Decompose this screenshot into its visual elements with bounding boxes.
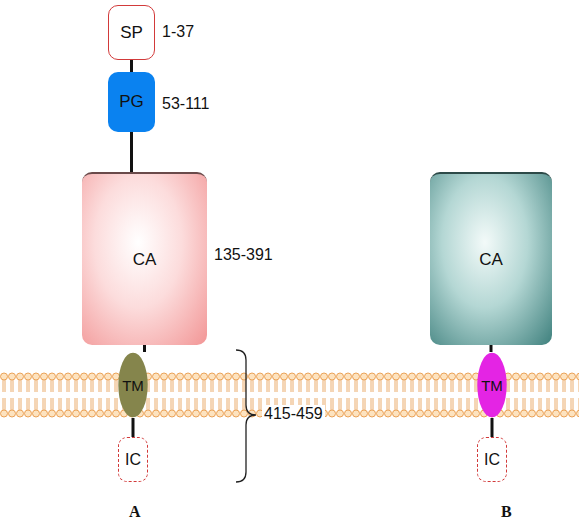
linker-line xyxy=(130,60,133,72)
transmembrane-ellipse: TM xyxy=(477,352,507,418)
ca-domain-box: CA xyxy=(430,172,552,345)
residue-range: 415-459 xyxy=(262,405,325,423)
domain-name: CA xyxy=(133,250,157,270)
transmembrane-ellipse: TM xyxy=(118,352,148,418)
residue-range: 135-391 xyxy=(212,246,275,264)
intracellular-box: IC xyxy=(477,437,507,482)
residue-range: 1-37 xyxy=(160,23,196,41)
domain-name: IC xyxy=(484,451,500,469)
ca-domain-box: CA xyxy=(82,172,207,345)
domain-name: TM xyxy=(481,377,503,394)
signal-peptide-box: SP xyxy=(108,5,155,60)
linker-line xyxy=(491,418,494,437)
residue-range: 53-111 xyxy=(160,95,211,113)
panel-letter: A xyxy=(127,503,143,521)
linker-line xyxy=(132,418,135,437)
pg-domain-box: PG xyxy=(108,72,155,132)
linker-line xyxy=(490,345,493,352)
domain-name: SP xyxy=(120,23,143,43)
domain-name: CA xyxy=(479,250,503,270)
linker-line xyxy=(143,345,146,352)
domain-name: PG xyxy=(119,92,144,112)
panel-letter: B xyxy=(499,503,514,521)
domain-name: IC xyxy=(125,451,141,469)
linker-line xyxy=(130,132,133,172)
domain-name: TM xyxy=(122,377,144,394)
intracellular-box: IC xyxy=(118,437,148,482)
